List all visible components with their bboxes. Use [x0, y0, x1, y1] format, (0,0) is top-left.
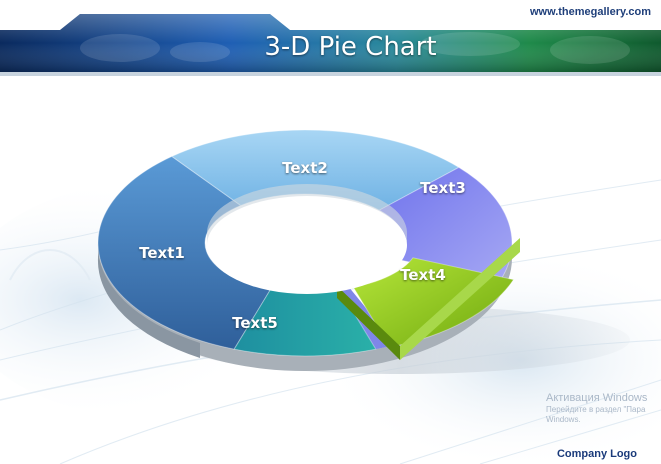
donut-hole-rim: [207, 184, 407, 245]
watermark-line: Windows.: [546, 415, 581, 424]
watermark-title: Активация Windows: [546, 392, 648, 404]
segment-label-text3: Text3: [420, 179, 466, 197]
segment-label-text4: Text4: [400, 266, 446, 284]
activation-watermark: Активация Windows Перейдите в раздел "Па…: [546, 392, 647, 425]
donut-hole: [207, 196, 407, 294]
segment-label-text1: Text1: [139, 244, 185, 262]
header-underline: [0, 72, 661, 76]
header-pattern: [80, 32, 630, 64]
donut-side-wall-dark: [97, 243, 200, 358]
segment-label-text2: Text2: [282, 159, 328, 177]
segment-text4-side: [400, 238, 520, 360]
website-url: www.themegallery.com: [529, 6, 651, 18]
segment-label-text5: Text5: [232, 314, 278, 332]
slide-title: 3-D Pie Chart: [264, 32, 437, 62]
company-logo: Company Logo: [556, 448, 637, 460]
watermark-line: Перейдите в раздел "Пара: [546, 405, 646, 414]
header-band-shine: [0, 14, 661, 72]
segment-text4-side: [337, 286, 400, 360]
